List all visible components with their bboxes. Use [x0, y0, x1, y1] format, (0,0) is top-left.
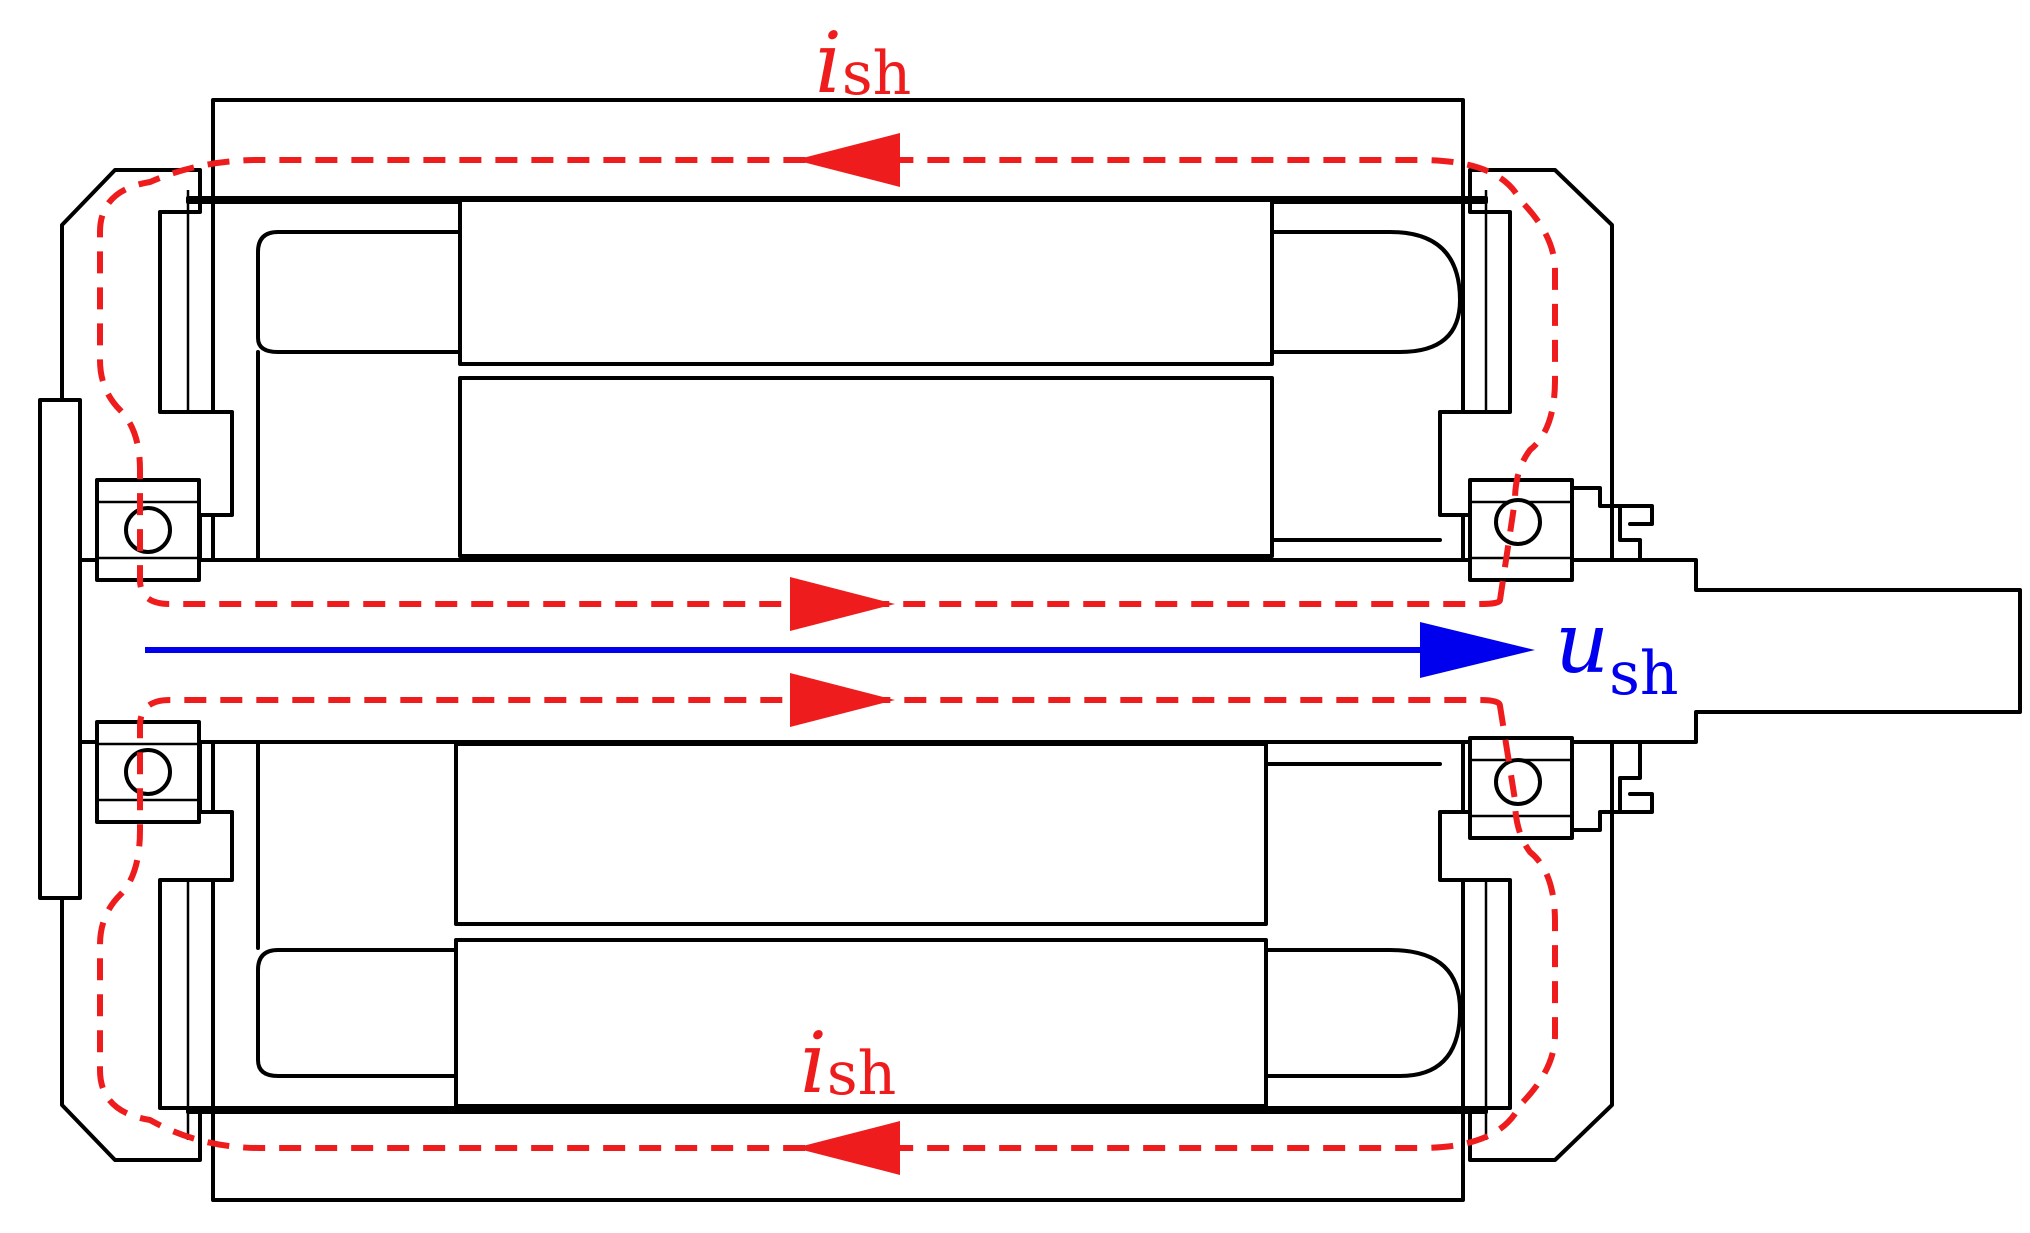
rotor-core-top	[458, 376, 1274, 558]
winding-end-top-left	[256, 230, 462, 354]
rotor-shoulder-top	[256, 350, 1442, 562]
right-bearing-seal-bottom	[1570, 740, 1654, 832]
rotor-core-bottom	[454, 742, 1268, 926]
shaft-voltage-label: ush	[1555, 594, 1679, 709]
winding-end-top-right	[1268, 230, 1462, 354]
current-arrow-bottom-shaft	[790, 673, 895, 727]
rotor-shoulder-bottom	[256, 742, 1442, 950]
circulating-current-loop-top	[97, 157, 1558, 607]
shaft-end-plate	[38, 398, 82, 900]
bearing-ball-left-bottom	[124, 748, 172, 796]
bearing-ball-right-bottom	[1494, 758, 1542, 806]
stator-core-bottom	[454, 938, 1268, 1108]
current-arrow-top-return	[795, 133, 900, 187]
right-bearing-seal-top	[1570, 486, 1654, 562]
winding-end-bottom-right	[1263, 948, 1462, 1078]
circulating-current-loop-bottom	[97, 697, 1558, 1151]
bearing-ball-right-top	[1494, 498, 1542, 546]
shaft-voltage-arrow-head	[1420, 622, 1535, 678]
current-label-top: ish	[815, 14, 911, 112]
current-arrow-bottom-return	[795, 1121, 900, 1175]
winding-end-bottom-left	[256, 948, 462, 1078]
current-arrow-top-shaft	[790, 577, 895, 631]
stator-core-top	[458, 198, 1274, 366]
bearing-right-top-housing	[1468, 478, 1574, 582]
current-label-bottom: ish	[800, 1014, 896, 1112]
bearing-ball-left-top	[124, 506, 172, 554]
